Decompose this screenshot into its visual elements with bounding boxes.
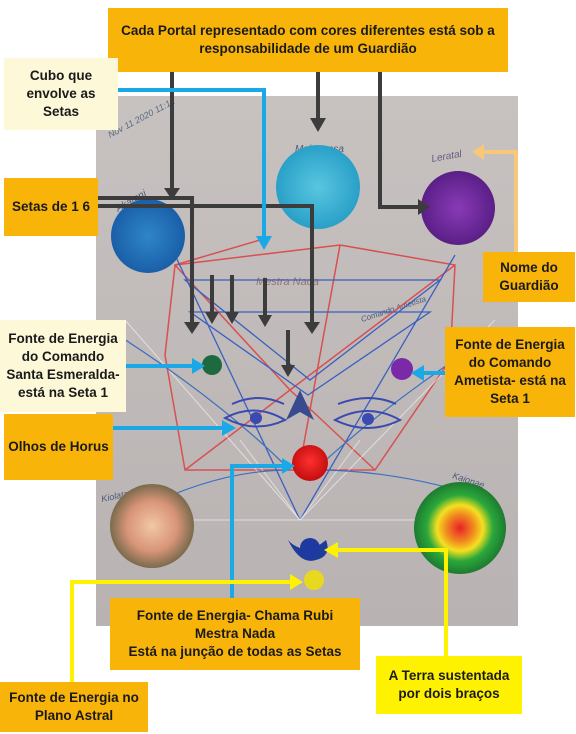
blue-portal-akatoni (111, 199, 185, 273)
label-earth-arms: A Terra sustentada por dois braços (376, 656, 522, 714)
dark-arrowheads (164, 118, 430, 377)
arrow-portal-to-purple (378, 62, 418, 209)
arrow-seta-2 (98, 204, 314, 322)
arrow-astral (70, 580, 290, 682)
name-leratal: Leratal (431, 149, 464, 165)
label-ruby-source: Fonte de Energia- Chama Rubi Mestra Nada… (110, 598, 360, 670)
center-arrows (286, 390, 314, 420)
earth-sphere (300, 538, 320, 558)
label-guardian-name: Nome do Guardião (483, 252, 575, 302)
label-esmeralda-source: Fonte de Energia do Comando Santa Esmera… (0, 320, 126, 412)
center-note: Mestra Nada (256, 276, 319, 288)
purple-portal-leratal (421, 171, 495, 245)
arrow-seta-1 (98, 196, 194, 322)
arrow-cube (118, 88, 266, 236)
astral-energy-source (304, 570, 324, 590)
yellow-arrows (70, 548, 448, 682)
label-cube: Cubo que envolve as Setas (4, 58, 118, 130)
dark-arrows (98, 62, 418, 365)
peach-portal-kiolatan (110, 484, 194, 568)
eyes-of-horus (222, 397, 403, 429)
label-portal-guardian: Cada Portal representado com cores difer… (108, 8, 508, 72)
ruby-flame-source (292, 445, 328, 481)
amethyst-energy-source (391, 358, 413, 380)
yellow-arrowheads (290, 542, 338, 590)
rainbow-portal-kaionae (414, 482, 506, 574)
emerald-energy-source (202, 355, 222, 375)
blue-arrowheads (192, 236, 424, 474)
peach-arrow (472, 144, 518, 252)
teal-portal-maionensa (276, 145, 360, 229)
arrow-rubi (230, 464, 282, 598)
label-ametista-source: Fonte de Energia do Comando Ametista- es… (445, 327, 575, 417)
label-eyes-horus: Olhos de Horus (4, 414, 113, 480)
label-astral-source: Fonte de Energia no Plano Astral (0, 682, 148, 732)
arrow-terra (338, 548, 448, 656)
label-arrows-1-6: Setas de 1 6 (4, 178, 98, 236)
